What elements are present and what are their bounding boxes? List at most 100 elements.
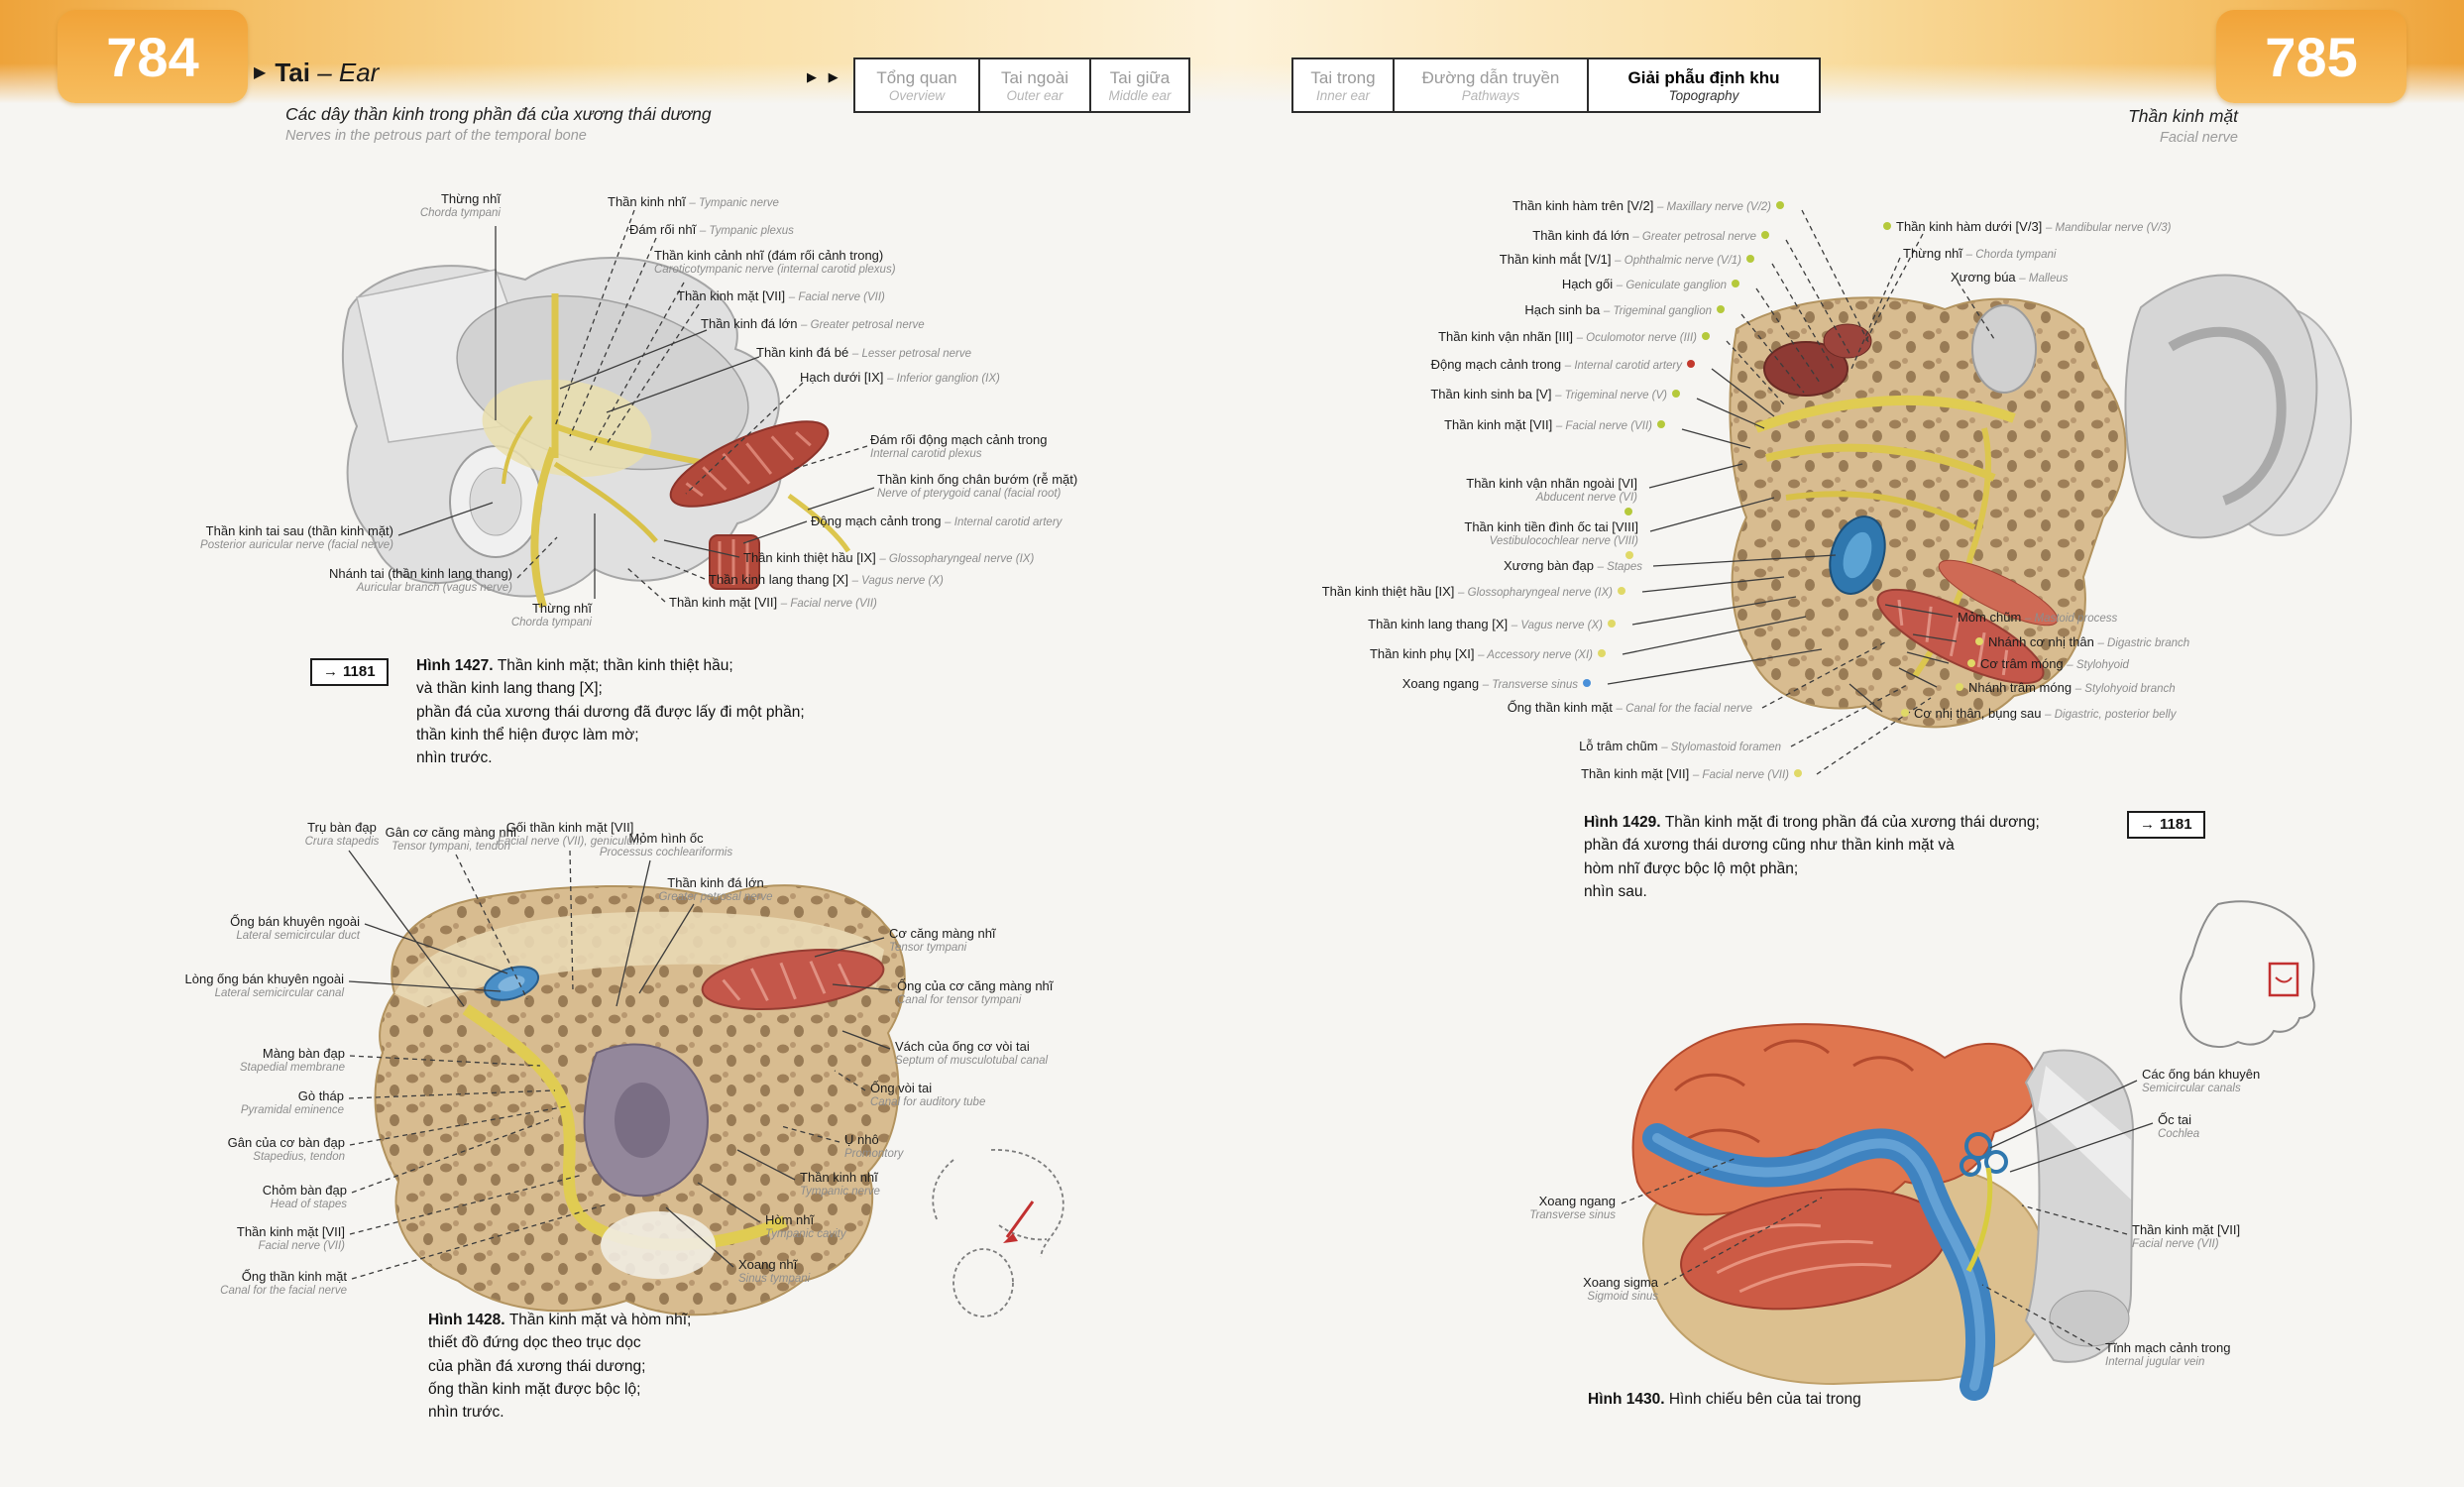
right-page-subtitle: Thần kinh mặt Facial nerve xyxy=(2128,105,2238,148)
figure-label: Thần kinh đá lớn – Greater petrosal nerv… xyxy=(701,316,925,331)
legend-dot-yellow xyxy=(1608,620,1616,628)
left-page-subtitle: Các dây thần kinh trong phần đá của xươn… xyxy=(285,103,712,146)
figure-label: Thừng nhĩ – Chorda tympani xyxy=(1903,246,2057,261)
figure-label: Ống thần kinh mặt – Canal for the facial… xyxy=(1507,700,1752,715)
legend-dot-green xyxy=(1702,332,1710,340)
figure-caption: Hình 1427. Thần kinh mặt; thần kinh thiệ… xyxy=(416,657,805,766)
figure-label: Thần kinh tai sau (thần kinh mặt)Posteri… xyxy=(200,523,393,551)
legend-dot-red xyxy=(1687,360,1695,368)
figure-label: Thần kinh đá bé – Lesser petrosal nerve xyxy=(756,345,972,360)
figure-label: Xương búa – Malleus xyxy=(1951,270,2069,285)
figure-label: Thần kinh mặt [VII]Facial nerve (VII) xyxy=(236,1224,345,1252)
figure-label: Thần kinh mặt [VII] – Facial nerve (VII) xyxy=(1444,417,1670,434)
figure-label: Động mạch cảnh trong – Internal carotid … xyxy=(1431,357,1700,374)
figure-label: Nhánh trâm móng – Stylohyoid branch xyxy=(1951,680,2176,697)
figure-label: Thần kinh hàm dưới [V/3] – Mandibular ne… xyxy=(1878,219,2172,236)
figure-label: Hạch dưới [IX] – Inferior ganglion (IX) xyxy=(800,370,1000,385)
section-title: ▶ Tai – Ear xyxy=(254,57,379,88)
figure-label: Hạch sinh ba – Trigeminal ganglion xyxy=(1524,302,1730,319)
legend-dot-green xyxy=(1717,305,1725,313)
figure-label: Nhánh cơ nhị thân – Digastric branch xyxy=(1970,634,2189,651)
figure-1429-illustration xyxy=(1729,274,2352,1048)
figure-label: Nhánh tai (thần kinh lang thang)Auricula… xyxy=(328,566,512,594)
legend-dot-green xyxy=(1883,222,1891,230)
legend-dot-yellow xyxy=(1794,769,1802,777)
figure-label: Hạch gối – Geniculate ganglion xyxy=(1562,277,1744,293)
figure-label: Gối thần kinh mặt [VII]Facial nerve (VII… xyxy=(497,820,643,848)
figure-label: Thần kinh thiệt hầu [IX] – Glossopharyng… xyxy=(1322,584,1630,601)
figure-label: Thần kinh mặt [VII] – Facial nerve (VII) xyxy=(677,288,885,303)
figure-label: Thần kinh phụ [XI] – Accessory nerve (XI… xyxy=(1370,646,1611,663)
section-title-vi: Tai xyxy=(275,57,310,87)
left-subtitle-en: Nerves in the petrous part of the tempor… xyxy=(285,127,587,144)
figure-label: Cơ nhị thân, bụng sau – Digastric, poste… xyxy=(1896,706,2176,723)
legend-dot-yellow xyxy=(1967,659,1975,667)
legend-dot-green xyxy=(1746,255,1754,263)
figure-label: Thần kinh lang thang [X] – Vagus nerve (… xyxy=(1368,617,1621,633)
triangle-marker-icon: ▶ xyxy=(254,64,267,81)
figure-label: Thần kinh sinh ba [V] – Trigeminal nerve… xyxy=(1430,387,1685,403)
right-subtitle-en: Facial nerve xyxy=(2160,129,2238,146)
figure-label: Xương bàn đạp – Stapes xyxy=(1504,558,1642,573)
legend-dot-yellow xyxy=(1598,649,1606,657)
figure-label: Thần kinh vận nhãn [III] – Oculomotor ne… xyxy=(1438,329,1715,346)
figure-label: Cơ trâm móng – Stylohyoid xyxy=(1962,656,2129,673)
legend-dot-green xyxy=(1761,231,1769,239)
figure-label: Thần kinh mặt [VII] – Facial nerve (VII) xyxy=(1581,766,1807,783)
cross-reference-box: →1181 xyxy=(310,658,389,686)
top-orange-band xyxy=(0,0,2464,107)
figure-1430-illustration xyxy=(1631,1023,2135,1401)
figure-label: Thần kinh hàm trên [V/2] – Maxillary ner… xyxy=(1512,198,1789,215)
legend-dot-green xyxy=(1672,390,1680,398)
head-profile-inset xyxy=(2180,900,2316,1048)
figure-label: Thần kinh mặt [VII]Facial nerve (VII) xyxy=(2132,1222,2241,1250)
legend-dot-green xyxy=(1732,280,1739,287)
legend-dot-blue xyxy=(1583,679,1591,687)
orientation-inset-sketch xyxy=(932,1149,1064,1317)
figure-caption: Hình 1429. Thần kinh mặt đi trong phần đ… xyxy=(1584,814,2040,900)
figure-label: Thần kinh mắt [V/1] – Ophthalmic nerve (… xyxy=(1500,252,1759,269)
legend-dot-green xyxy=(1624,508,1632,515)
figure-caption: Hình 1428. Thần kinh mặt và hòm nhĩ;thiế… xyxy=(428,1312,692,1421)
legend-dot-yellow xyxy=(1956,683,1963,691)
figure-label: Mỏm chũm – Mastoid process xyxy=(1958,610,2118,625)
figure-label: Thần kinh vận nhãn ngoài [VI]Abducent ne… xyxy=(1466,476,1637,519)
figure-label: Thần kinh lang thang [X] – Vagus nerve (… xyxy=(709,572,944,587)
figure-label: Thần kinh thiệt hầu [IX] – Glossopharyng… xyxy=(743,550,1035,565)
page-number-left: 784 xyxy=(57,10,248,103)
figure-label: Thần kinh ống chân bướm (rễ mặt)Nerve of… xyxy=(877,472,1078,500)
section-title-en: – Ear xyxy=(317,57,380,87)
cross-reference-box: →1181 xyxy=(2127,811,2205,839)
legend-dot-yellow xyxy=(1901,709,1909,717)
figure-label: Thần kinh nhĩ – Tympanic nerve xyxy=(608,194,779,209)
figure-caption: Hình 1430. Hình chiếu bên của tai trong xyxy=(1588,1391,1861,1408)
